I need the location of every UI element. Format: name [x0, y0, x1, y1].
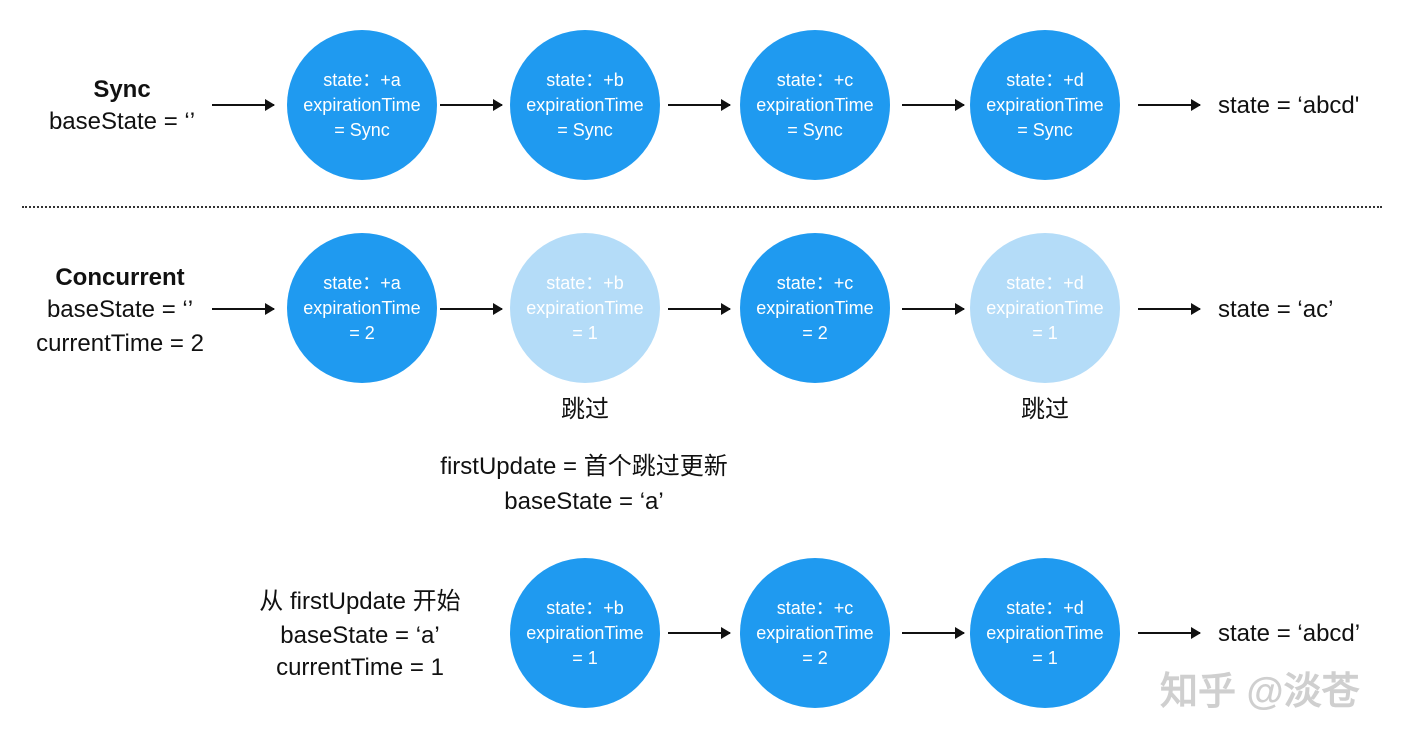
concurrent-node-a: state：+a expirationTime = 2 [287, 233, 437, 383]
node-state: state：+d [1006, 272, 1084, 293]
node-state: state：+b [546, 272, 624, 293]
rerun-arrow-bc [668, 627, 731, 639]
node-expiration-label: expirationTime [756, 297, 874, 318]
node-expiration-value: = Sync [334, 119, 390, 140]
concurrent-node-b-skipped: state：+b expirationTime = 1 [510, 233, 660, 383]
concurrent-arrow-cd [902, 303, 965, 315]
node-expiration-value: = 2 [802, 322, 828, 343]
concurrent-base-state: baseState = ‘’ [46, 296, 194, 323]
node-expiration-value: = 1 [1032, 647, 1058, 668]
section-divider [22, 206, 1382, 208]
node-expiration-label: expirationTime [756, 622, 874, 643]
concurrent-current-time: currentTime = 2 [36, 330, 204, 357]
node-expiration-value: = 1 [572, 647, 598, 668]
concurrent-arrow-bc [668, 303, 731, 315]
rerun-arrow-cd [902, 627, 965, 639]
node-state: state：+c [776, 272, 854, 293]
sync-title: Sync [93, 76, 151, 103]
sync-arrow-bc [668, 99, 731, 111]
rerun-node-b: state：+b expirationTime = 1 [510, 558, 660, 708]
rerun-node-c: state：+c expirationTime = 2 [740, 558, 890, 708]
concurrent-result: state = ‘ac’ [1218, 296, 1334, 323]
rerun-arrow-result [1138, 627, 1201, 639]
sync-node-b: state：+b expirationTime = Sync [510, 30, 660, 180]
node-expiration-value: = 1 [1032, 322, 1058, 343]
watermark: 知乎 @淡苍 [1160, 671, 1360, 713]
node-expiration-label: expirationTime [526, 297, 644, 318]
node-state: state：+d [1006, 597, 1084, 618]
concurrent-node-d-skipped: state：+d expirationTime = 1 [970, 233, 1120, 383]
node-expiration-label: expirationTime [303, 297, 421, 318]
node-state: state：+a [323, 69, 401, 90]
sync-arrow-cd [902, 99, 965, 111]
node-expiration-value: = Sync [557, 119, 613, 140]
node-expiration-label: expirationTime [756, 94, 874, 115]
node-state: state：+c [776, 597, 854, 618]
sync-arrow-ab [440, 99, 503, 111]
rerun-node-d: state：+d expirationTime = 1 [970, 558, 1120, 708]
sync-result: state = ‘abcd' [1218, 92, 1360, 119]
skip-label-d: 跳过 [1021, 396, 1069, 423]
node-state: state：+b [546, 597, 624, 618]
node-state: state：+d [1006, 69, 1084, 90]
rerun-start-label: 从 firstUpdate 开始 [259, 588, 461, 615]
sync-node-c: state：+c expirationTime = Sync [740, 30, 890, 180]
node-state: state：+b [546, 69, 624, 90]
concurrent-arrow-start [212, 303, 275, 315]
node-expiration-label: expirationTime [986, 94, 1104, 115]
node-expiration-value: = 2 [802, 647, 828, 668]
sync-node-d: state：+d expirationTime = Sync [970, 30, 1120, 180]
node-expiration-label: expirationTime [526, 94, 644, 115]
concurrent-arrow-result [1138, 303, 1201, 315]
rerun-base-state: baseState = ‘a’ [280, 622, 440, 649]
node-expiration-label: expirationTime [303, 94, 421, 115]
concurrent-title: Concurrent [55, 264, 185, 291]
node-state: state：+a [323, 272, 401, 293]
node-expiration-value: = 2 [349, 322, 375, 343]
sync-arrow-result [1138, 99, 1201, 111]
sync-arrow-start [212, 99, 275, 111]
node-expiration-label: expirationTime [986, 297, 1104, 318]
rerun-current-time: currentTime = 1 [276, 654, 444, 681]
node-expiration-label: expirationTime [526, 622, 644, 643]
skip-label-b: 跳过 [561, 396, 609, 423]
rerun-result: state = ‘abcd’ [1218, 620, 1361, 647]
concurrent-arrow-ab [440, 303, 503, 315]
first-update-note: firstUpdate = 首个跳过更新 [440, 453, 728, 480]
node-expiration-value: = 1 [572, 322, 598, 343]
node-expiration-value: = Sync [787, 119, 843, 140]
node-expiration-label: expirationTime [986, 622, 1104, 643]
concurrent-node-c: state：+c expirationTime = 2 [740, 233, 890, 383]
sync-base-state: baseState = ‘’ [48, 108, 196, 135]
first-update-base-state: baseState = ‘a’ [504, 488, 664, 515]
node-expiration-value: = Sync [1017, 119, 1073, 140]
node-state: state：+c [776, 69, 854, 90]
sync-node-a: state：+a expirationTime = Sync [287, 30, 437, 180]
